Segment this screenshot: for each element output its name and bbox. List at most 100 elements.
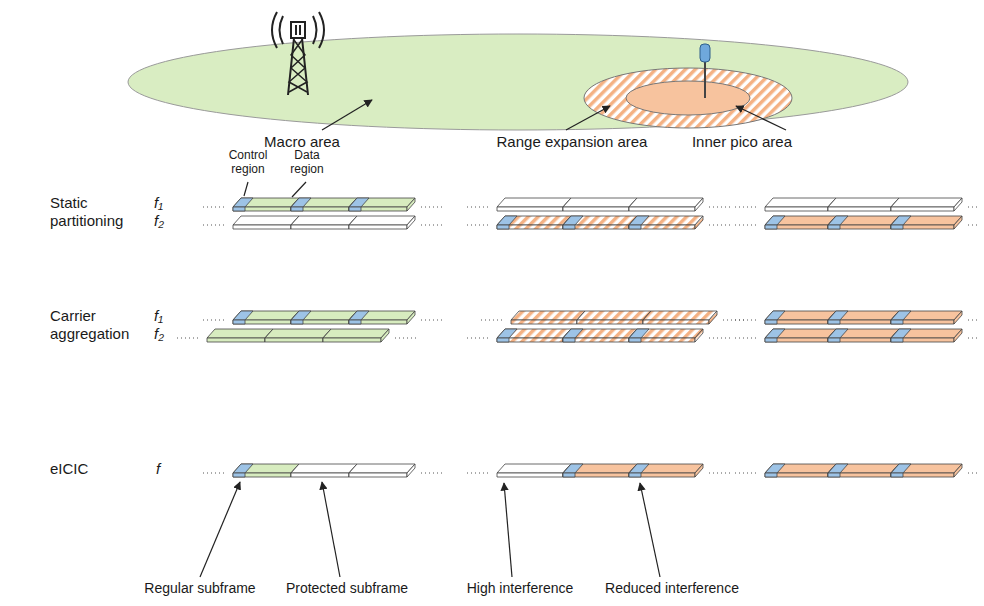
control-region — [291, 207, 303, 211]
pico-antenna — [700, 44, 710, 62]
control-region — [765, 225, 777, 229]
control-region — [233, 320, 245, 324]
continuation-dots — [735, 207, 759, 208]
area-label: Inner pico area — [662, 133, 822, 151]
subframe — [291, 216, 357, 229]
subframe — [323, 329, 389, 342]
carrier-label: f₂ — [154, 212, 178, 230]
subframe — [891, 311, 962, 324]
control-region — [233, 473, 245, 477]
control-region — [765, 464, 785, 473]
subframe — [349, 311, 415, 324]
control-region — [349, 320, 361, 324]
control-region — [291, 198, 311, 207]
subframe — [497, 329, 571, 342]
continuation-dots — [467, 225, 491, 226]
control-region — [233, 311, 253, 320]
continuation-dots — [735, 473, 759, 474]
subframe — [891, 216, 962, 229]
continuation-dots — [467, 207, 491, 208]
control-region — [828, 338, 840, 342]
subframe — [643, 311, 717, 324]
subframe — [828, 464, 899, 477]
subframe-label: Protected subframe — [262, 580, 432, 597]
subframe — [891, 464, 962, 477]
continuation-dots — [968, 225, 980, 226]
control-region — [629, 473, 641, 477]
subframe — [291, 311, 357, 324]
control-region — [891, 338, 903, 342]
control-region — [828, 311, 848, 320]
subframe — [629, 198, 703, 211]
control-region — [765, 216, 785, 225]
scheme-label: Carrier aggregation — [50, 307, 154, 343]
range-expansion-area — [584, 68, 792, 128]
control-region — [765, 338, 777, 342]
continuation-dots — [467, 338, 491, 339]
control-region — [765, 473, 777, 477]
control-region — [563, 225, 575, 229]
subframe — [828, 216, 899, 229]
inner-pico-area — [626, 81, 750, 115]
scheme-label: Static partitioning — [50, 194, 150, 230]
continuation-dots — [421, 225, 445, 226]
control-region — [349, 198, 369, 207]
carrier-label: f₁ — [154, 194, 178, 212]
control-region — [891, 320, 903, 324]
control-region — [291, 320, 303, 324]
continuation-dots — [203, 473, 227, 474]
subframe — [291, 198, 357, 211]
subframe — [891, 329, 962, 342]
subframe — [563, 464, 637, 477]
subframe — [765, 311, 836, 324]
subframe — [511, 311, 585, 324]
subframe — [265, 329, 331, 342]
continuation-dots — [735, 225, 759, 226]
subframe-label: Regular subframe — [112, 580, 288, 597]
control-region — [233, 464, 253, 473]
area-label: Range expansion area — [462, 133, 682, 151]
carrier-label: f₂ — [154, 325, 178, 343]
subframe — [349, 464, 415, 477]
control-region — [891, 311, 911, 320]
control-region — [828, 464, 848, 473]
control-region — [349, 207, 361, 211]
continuation-dots — [203, 320, 227, 321]
subframe — [497, 198, 571, 211]
carrier-label: f₁ — [154, 307, 178, 325]
control-region — [629, 329, 649, 338]
subframe — [349, 198, 415, 211]
macro-tower — [272, 12, 324, 95]
continuation-dots — [177, 338, 201, 339]
control-region — [765, 311, 785, 320]
continuation-dots — [421, 473, 445, 474]
subframe — [497, 216, 571, 229]
subframe — [497, 464, 571, 477]
control-region — [497, 338, 509, 342]
control-region — [765, 329, 785, 338]
pico-mast — [704, 62, 706, 98]
continuation-dots — [735, 320, 759, 321]
subframe — [891, 198, 962, 211]
subframe — [629, 216, 703, 229]
subframe-strips — [177, 198, 980, 477]
continuation-dots — [203, 207, 227, 208]
continuation-dots — [735, 338, 759, 339]
continuation-dots — [467, 473, 491, 474]
control-region — [891, 216, 911, 225]
control-region — [828, 216, 848, 225]
interference-label: Reduced interference — [584, 580, 760, 597]
control-region — [828, 473, 840, 477]
control-region — [563, 473, 575, 477]
subframe — [765, 216, 836, 229]
scheme-label: eICIC — [50, 460, 130, 478]
control-region — [233, 207, 245, 211]
continuation-dots — [481, 320, 505, 321]
subframe — [563, 216, 637, 229]
control-region — [629, 338, 641, 342]
carrier-label: f — [156, 460, 176, 478]
continuation-dots — [203, 225, 227, 226]
control-region — [629, 464, 649, 473]
control-region — [828, 225, 840, 229]
